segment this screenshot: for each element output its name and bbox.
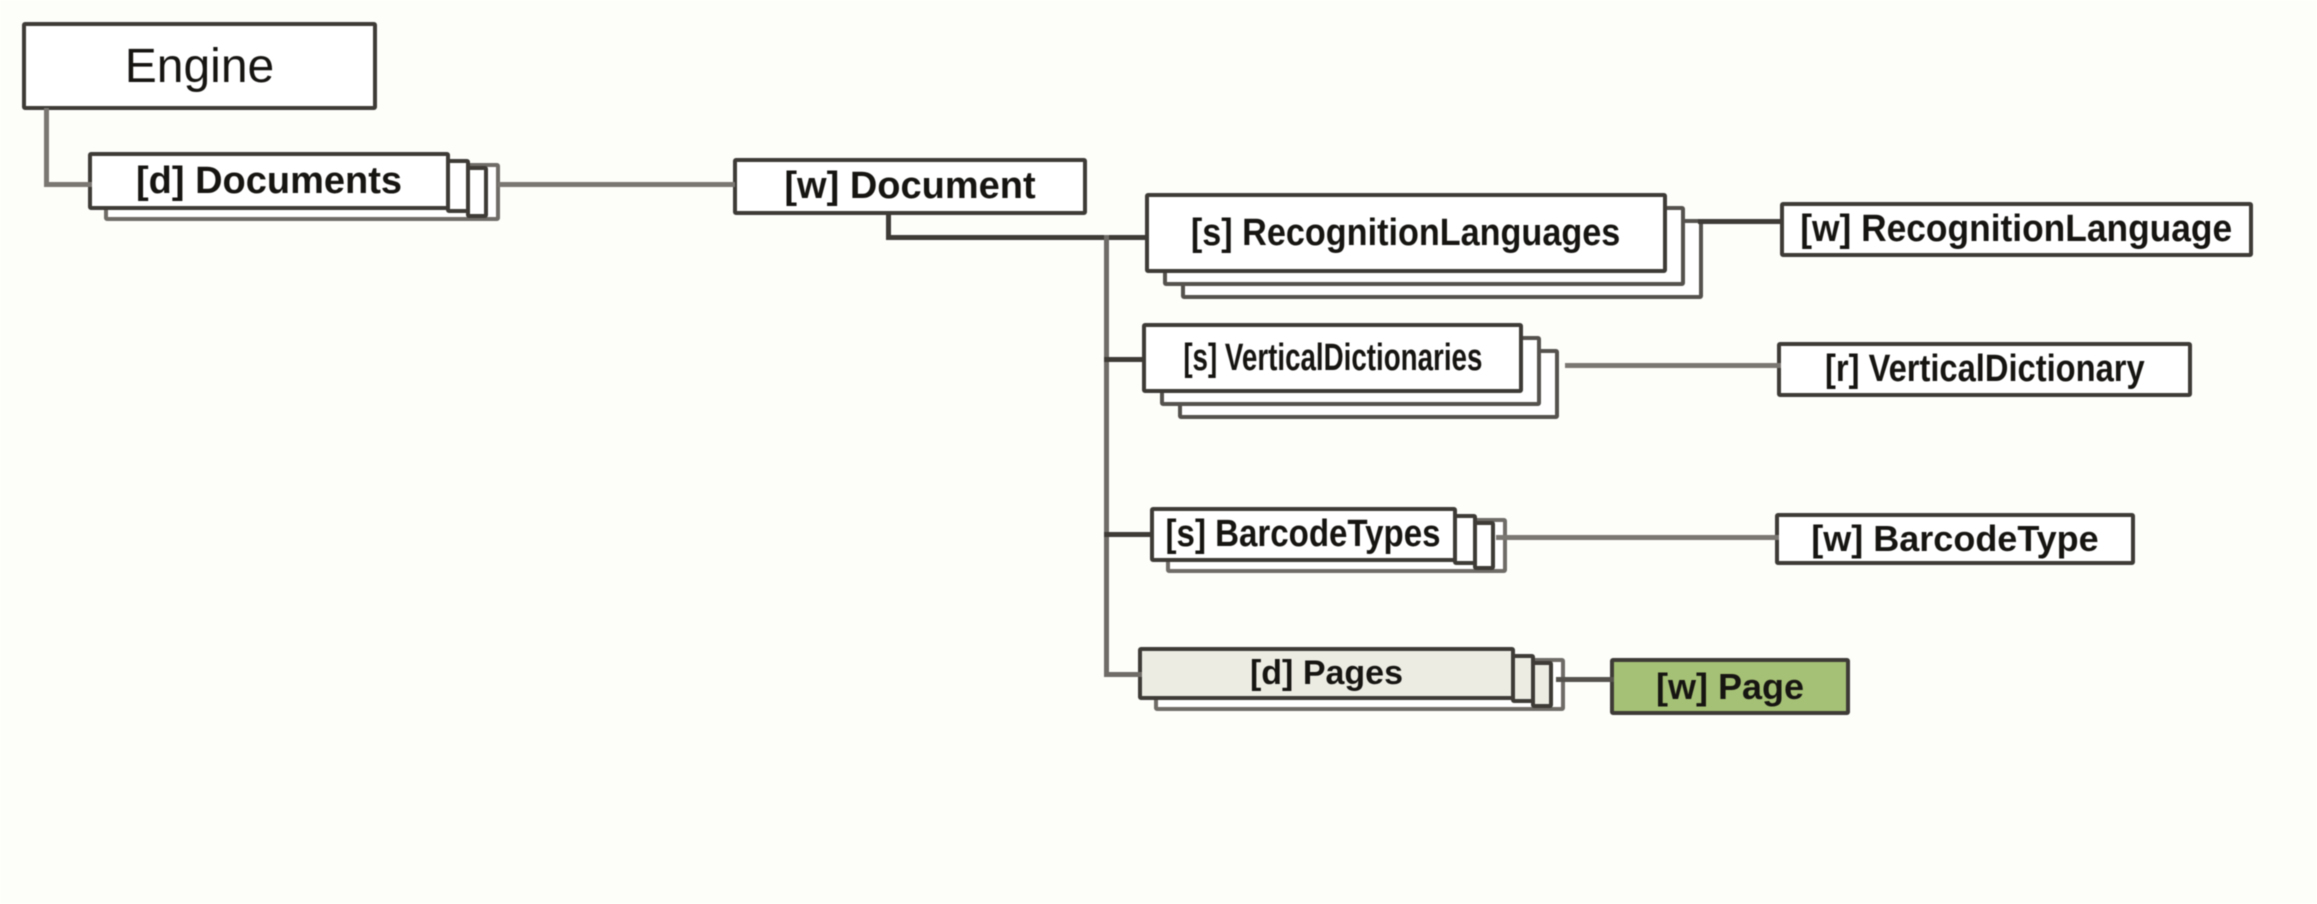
node-group-barcode-type: [w] BarcodeType: [1775, 513, 2135, 565]
node-engine[interactable]: Engine: [22, 22, 377, 110]
node-document[interactable]: [w] Document: [733, 158, 1087, 215]
node-label: [d] Documents: [136, 159, 402, 202]
node-recognition-language[interactable]: [w] RecognitionLanguage: [1780, 202, 2253, 257]
node-label: [w] BarcodeType: [1811, 518, 2099, 559]
node-label: [r] VerticalDictionary: [1824, 348, 2145, 390]
node-label: [w] Page: [1655, 665, 1805, 707]
node-group-engine: Engine: [22, 22, 377, 110]
connector-barcode-type-link: [1496, 535, 1779, 540]
connector-engine-drop-v: [44, 108, 49, 187]
connector-recognition-language-link: [1698, 219, 1784, 224]
connector-branch-vertical-dictionaries: [1104, 357, 1146, 362]
node-pages[interactable]: [d] Pages: [1138, 647, 1515, 700]
connector-document-drop-h: [886, 235, 1147, 240]
node-group-barcode-types: [s] BarcodeTypes: [1150, 507, 1507, 573]
node-label: Engine: [124, 39, 275, 93]
node-barcode-types[interactable]: [s] BarcodeTypes: [1150, 507, 1457, 562]
connector-document-drop-v: [886, 213, 891, 240]
node-recognition-languages[interactable]: [s] RecognitionLanguages: [1145, 193, 1667, 273]
node-label: [s] RecognitionLanguages: [1191, 211, 1621, 254]
connector-engine-drop-h: [44, 182, 92, 187]
node-documents[interactable]: [d] Documents: [88, 152, 450, 210]
node-vertical-dictionary[interactable]: [r] VerticalDictionary: [1777, 342, 2192, 397]
node-group-page: [w] Page: [1610, 658, 1850, 715]
connector-documents-link: [498, 182, 735, 187]
node-label: [s] VerticalDictionaries: [1182, 336, 1483, 379]
connector-vertical-dictionary-link: [1565, 363, 1781, 368]
node-group-documents: [d] Documents: [88, 152, 500, 221]
node-page[interactable]: [w] Page: [1610, 658, 1850, 715]
connector-branch-barcode-types: [1104, 532, 1154, 537]
node-group-vertical-dictionary: [r] VerticalDictionary: [1777, 342, 2192, 397]
node-group-document: [w] Document: [733, 158, 1087, 215]
connector-branch-pages: [1104, 672, 1142, 677]
node-barcode-type[interactable]: [w] BarcodeType: [1775, 513, 2135, 565]
node-group-vertical-dictionaries: [s] VerticalDictionaries: [1142, 323, 1559, 419]
node-label: [w] RecognitionLanguage: [1800, 208, 2233, 250]
node-label: [s] BarcodeTypes: [1166, 513, 1441, 555]
node-vertical-dictionaries[interactable]: [s] VerticalDictionaries: [1142, 323, 1523, 393]
connector-page-link: [1556, 677, 1614, 682]
node-label: [w] Document: [784, 165, 1036, 207]
connector-trunk: [1104, 235, 1109, 677]
node-label: [d] Pages: [1249, 654, 1404, 692]
node-group-pages: [d] Pages: [1138, 647, 1565, 711]
node-group-recognition-languages: [s] RecognitionLanguages: [1145, 193, 1703, 299]
node-group-recognition-language: [w] RecognitionLanguage: [1780, 202, 2253, 257]
